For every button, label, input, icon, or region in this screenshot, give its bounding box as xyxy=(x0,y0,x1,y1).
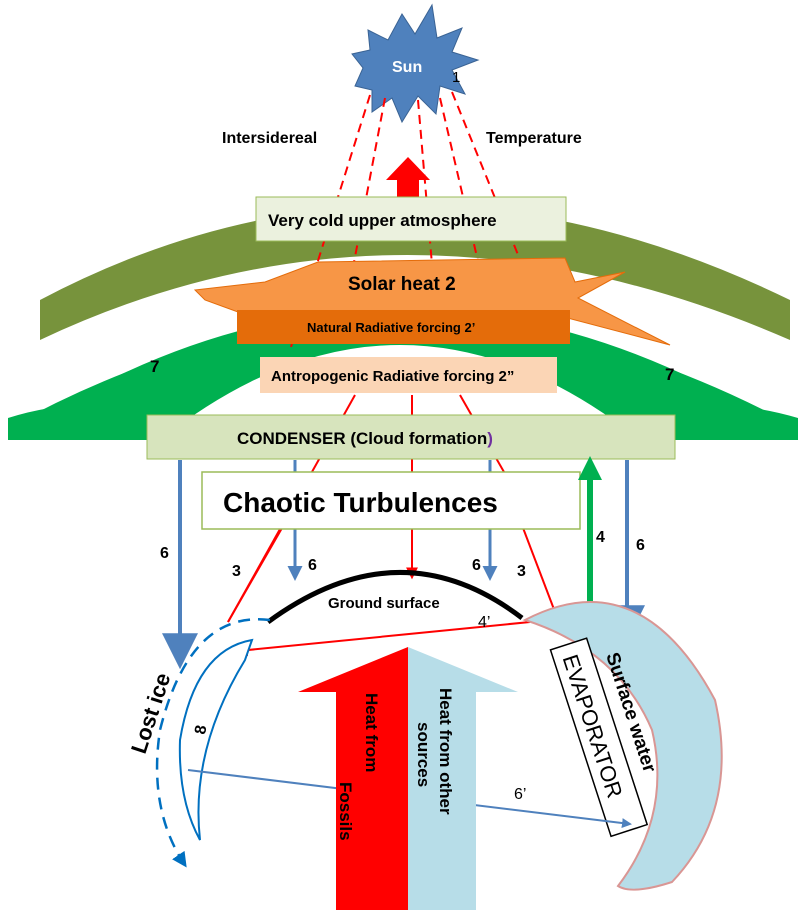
outer-atmosphere-band xyxy=(40,205,790,340)
lost-ice-dashed xyxy=(155,617,271,868)
label-4: 4 xyxy=(596,529,605,546)
label-6-right: 6 xyxy=(636,537,645,554)
natural-forcing-box xyxy=(237,310,570,344)
heat-other-line1: Heat from other xyxy=(436,688,455,815)
label-3-left: 3 xyxy=(232,563,241,580)
turbulences-label: Chaotic Turbulences xyxy=(223,487,498,518)
heat-fossils-line2: Fossils xyxy=(336,782,355,841)
inner-atmosphere-band-fill xyxy=(8,319,798,440)
label-6-left: 6 xyxy=(160,545,169,562)
ground-surface-label: Ground surface xyxy=(328,595,440,612)
heat-fossils-line1: Heat from xyxy=(362,693,381,772)
sun-number: 1 xyxy=(452,69,460,86)
evaporation-arrow-head xyxy=(578,456,602,480)
sun-shape xyxy=(351,3,480,124)
label-4-prime: 4’ xyxy=(478,614,490,631)
natural-forcing-label: Natural Radiative forcing 2’ xyxy=(307,320,475,335)
intersidereal-label: Intersidereal xyxy=(222,130,317,147)
label-8: 8 xyxy=(192,724,210,736)
condenser-text: CONDENSER (Cloud formation xyxy=(237,429,487,448)
temperature-label: Temperature xyxy=(486,130,582,147)
upper-atmosphere-box xyxy=(255,196,567,242)
sun-label: Sun xyxy=(392,59,422,76)
upper-atmosphere-label: Very cold upper atmosphere xyxy=(268,211,497,230)
inner-atmosphere-band xyxy=(8,309,798,438)
label-6-mid-right: 6 xyxy=(472,557,481,574)
label-6-mid-left: 6 xyxy=(308,557,317,574)
band-7-right: 7 xyxy=(665,365,674,384)
condenser-paren: ) xyxy=(487,429,493,448)
surface-water-shape xyxy=(522,601,723,891)
ground-surface-arc xyxy=(266,570,524,625)
lost-ice-solid xyxy=(178,638,254,841)
solar-heat-label: Solar heat 2 xyxy=(348,274,456,295)
antropogenic-forcing-label: Antropogenic Radiative forcing 2” xyxy=(271,368,514,385)
label-6-prime: 6’ xyxy=(514,786,526,803)
band-7-left: 7 xyxy=(150,357,159,376)
condenser-box xyxy=(146,414,676,460)
lost-ice-label: Lost ice xyxy=(126,670,175,757)
condenser-label: CONDENSER (Cloud formation) xyxy=(237,429,493,448)
evaporator-box xyxy=(549,637,649,838)
heat-other-line2: sources xyxy=(414,722,433,787)
heat-fossils-arrow xyxy=(298,647,408,910)
antropogenic-forcing-box xyxy=(260,357,557,393)
turbulences-box xyxy=(201,471,581,530)
outgoing-heat-arrow xyxy=(386,157,430,205)
label-3-right: 3 xyxy=(517,563,526,580)
heat-other-arrow xyxy=(408,647,518,910)
